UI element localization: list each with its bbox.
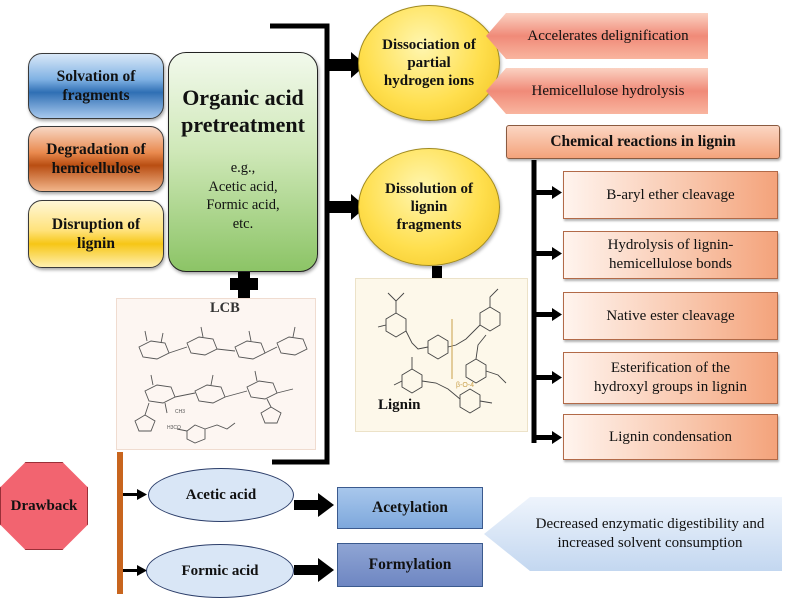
solvation-box: Solvation of fragments: [28, 53, 164, 119]
chemical-reactions-header: Chemical reactions in lignin: [506, 125, 780, 159]
organic-acid-examples: e.g., Acetic acid, Formic acid, etc.: [206, 159, 280, 233]
hemicellulose-hydrolysis-arrow: Hemicellulose hydrolysis: [486, 68, 708, 114]
lignin-bond-label: β-O-4: [456, 382, 474, 389]
reaction-item: Esterification of the hydroxyl groups in…: [563, 352, 778, 404]
drawback-bar: [117, 452, 123, 594]
reaction-item: Hydrolysis of lignin- hemicellulose bond…: [563, 231, 778, 279]
drawback-arrows: [123, 489, 334, 582]
dissociation-circle: Dissociation of partial hydrogen ions: [358, 5, 500, 121]
acetic-acid-ellipse: Acetic acid: [148, 468, 294, 522]
reaction-item: Lignin condensation: [563, 414, 778, 460]
formylation-box: Formylation: [337, 543, 483, 587]
organic-acid-box: Organic acid pretreatment e.g., Acetic a…: [168, 52, 318, 272]
svg-text:H3CO: H3CO: [167, 425, 181, 431]
disruption-box: Disruption of lignin: [28, 200, 164, 268]
main-bracket: [270, 23, 330, 465]
lcb-label: LCB: [210, 300, 240, 316]
plus-icon: [230, 270, 258, 298]
reaction-item: Native ester cleavage: [563, 292, 778, 340]
degradation-box: Degradation of hemicellulose: [28, 126, 164, 192]
organic-acid-title: Organic acid pretreatment: [181, 85, 305, 137]
consequence-arrow: Decreased enzymatic digestibility and in…: [484, 497, 782, 571]
reaction-item: B-aryl ether cleavage: [563, 171, 778, 219]
lignin-structure-image: β-O-4: [355, 278, 528, 432]
acetylation-box: Acetylation: [337, 487, 483, 529]
svg-text:CH3: CH3: [175, 409, 185, 415]
dissolution-circle: Dissolution of lignin fragments: [358, 148, 500, 266]
formic-acid-ellipse: Formic acid: [146, 544, 294, 598]
drawback-octagon: Drawback: [0, 462, 88, 550]
lignin-molecule-icon: β-O-4: [377, 288, 507, 414]
reaction-tree-branches: [534, 186, 562, 444]
delignification-arrow: Accelerates delignification: [486, 13, 708, 59]
lcb-structure-image: CH3 H3CO: [116, 298, 316, 450]
lignin-label: Lignin: [378, 397, 421, 413]
lcb-molecule-icon: CH3 H3CO: [134, 326, 308, 444]
